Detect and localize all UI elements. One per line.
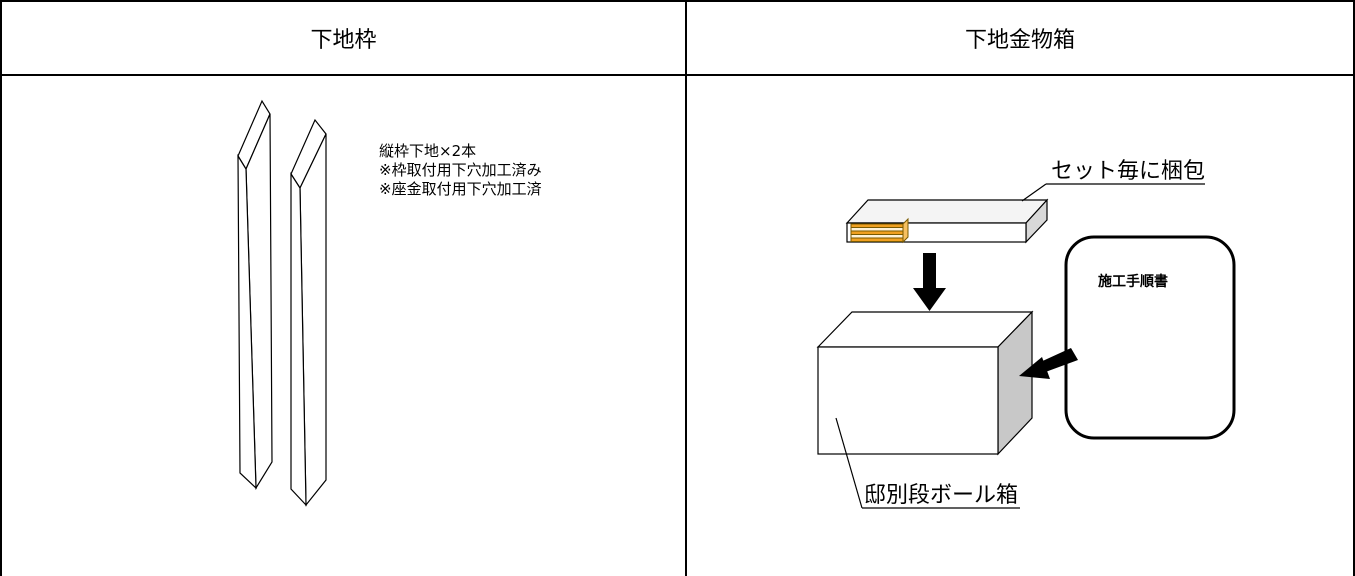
- package-label: セット毎に梱包: [1051, 159, 1205, 184]
- note-line-washer-holes: ※座金取付用下穴加工済: [379, 180, 542, 198]
- header-right-title: 下地金物箱: [964, 28, 1075, 53]
- frame-notes: 縦枠下地×2本 ※枠取付用下穴加工済み ※座金取付用下穴加工済: [379, 142, 542, 199]
- diagonal-arrow-icon: [1019, 348, 1078, 379]
- header-left-cell: 下地枠: [2, 2, 685, 74]
- manual-label: 施工手順書: [1098, 273, 1168, 290]
- package-hardware-strip: [850, 217, 909, 244]
- frame-board-right: [290, 118, 327, 507]
- manual-document-shape: [1064, 235, 1236, 440]
- frame-board-left: [237, 99, 273, 491]
- table-column-divider: [685, 0, 687, 576]
- table-border-left: [0, 0, 2, 576]
- note-line-quantity: 縦枠下地×2本: [379, 142, 477, 160]
- note-line-frame-holes: ※枠取付用下穴加工済み: [379, 161, 542, 179]
- header-left-title: 下地枠: [310, 28, 377, 53]
- table-border-right: [1353, 0, 1355, 576]
- down-arrow-icon: [913, 253, 946, 311]
- cardboard-box: [816, 310, 1034, 456]
- box-label-leader: [835, 417, 863, 509]
- header-right-cell: 下地金物箱: [687, 2, 1353, 74]
- table-header-divider: [0, 74, 1355, 76]
- package-label-leader: [1021, 183, 1047, 202]
- box-label: 邸別段ボール箱: [864, 483, 1018, 508]
- table-border-top: [0, 0, 1355, 2]
